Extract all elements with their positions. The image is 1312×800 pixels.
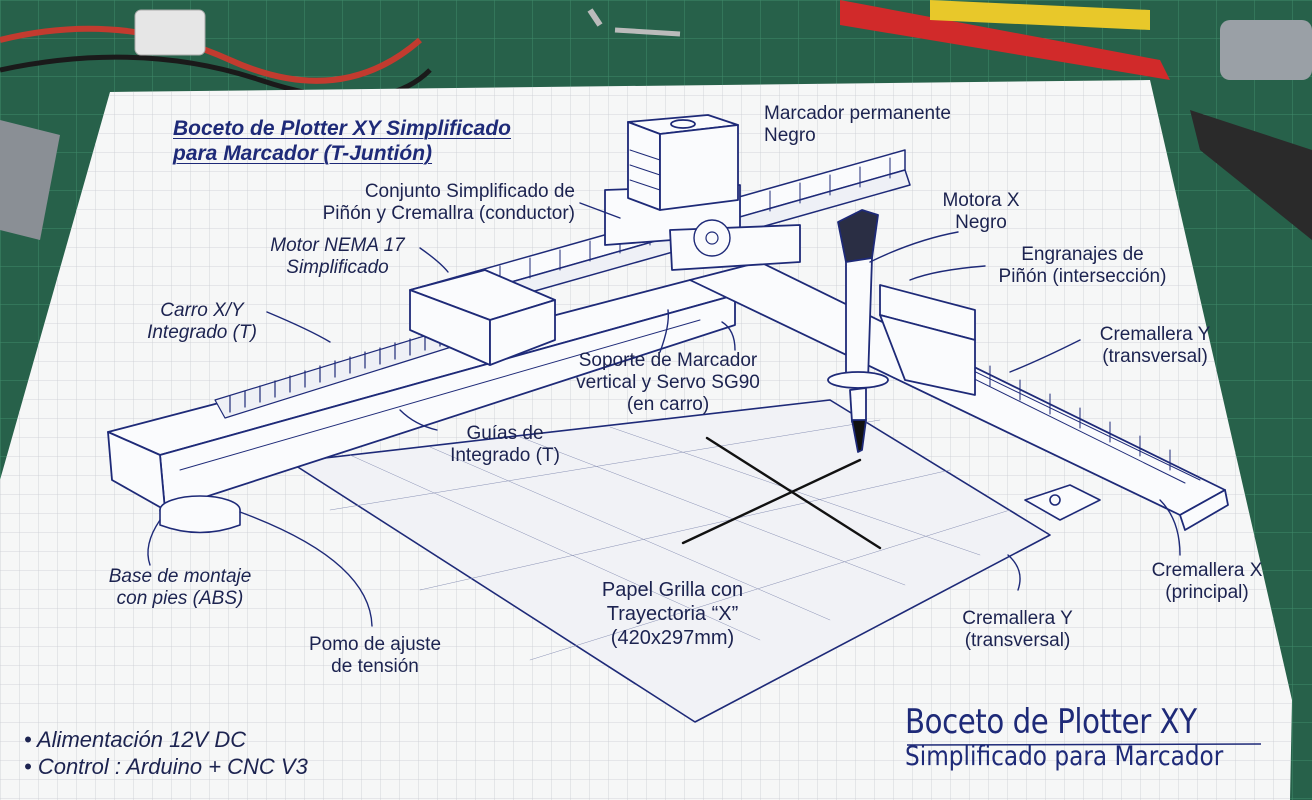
bottom-title-line-2: Simplificado para Marcador: [905, 741, 1224, 772]
label-papel: Papel Grilla con Trayectoria “X” (420x29…: [601, 579, 744, 649]
label-carro: Carro X/Y Integrado (T): [147, 300, 257, 343]
x-trajectory: [681, 436, 882, 550]
title-line-1: Boceto de Plotter XY Simplificado: [173, 117, 512, 140]
label-base: Base de montaje con pies (ABS): [108, 566, 252, 609]
label-engranajes: Engranajes de Piñón (intersección): [998, 244, 1167, 287]
label-cremallera-y-bottom: Cremallera Y (transversal): [962, 608, 1073, 651]
label-motora-x: Motora X Negro: [942, 190, 1020, 233]
bottom-title-line-1: Boceto de Plotter XY: [905, 702, 1197, 742]
main-rail: [107, 279, 736, 511]
label-cremallera-x: Cremallera X (principal): [1151, 560, 1263, 603]
base-feet: [159, 484, 1101, 534]
label-guias: Guías de Integrado (T): [450, 423, 560, 466]
note-control: • Control : Arduino + CNC V3: [24, 754, 308, 779]
spec-notes: • Alimentación 12V DC • Control : Arduin…: [24, 726, 308, 780]
label-conjunto: Conjunto Simplificado de Piñón y Cremall…: [322, 181, 575, 224]
note-power: • Alimentación 12V DC: [24, 727, 247, 752]
label-pomo: Pomo de ajuste de tensión: [308, 634, 442, 677]
left-motor-block: [409, 269, 556, 366]
label-soporte: Soporte de Marcador vertical y Servo SG9…: [576, 350, 760, 415]
marker-pen-icon: [827, 209, 889, 453]
tools-decoration: [0, 0, 1312, 240]
page-title: Boceto de Plotter XY Simplificado para M…: [173, 116, 511, 166]
title-line-2: para Marcador (T-Juntión): [173, 142, 433, 165]
bottom-title: Boceto de Plotter XY Simplificado para M…: [905, 702, 1275, 772]
label-marcador: Marcador permanente Negro: [764, 103, 951, 146]
nema17-motor-icon: [627, 114, 739, 211]
bottom-title-underline: [906, 743, 1262, 746]
label-motor-nema: Motor NEMA 17 Simplificado: [270, 235, 405, 278]
label-cremallera-y-top: Cremallera Y (transversal): [1099, 324, 1211, 367]
leader-lines: [147, 202, 1181, 627]
